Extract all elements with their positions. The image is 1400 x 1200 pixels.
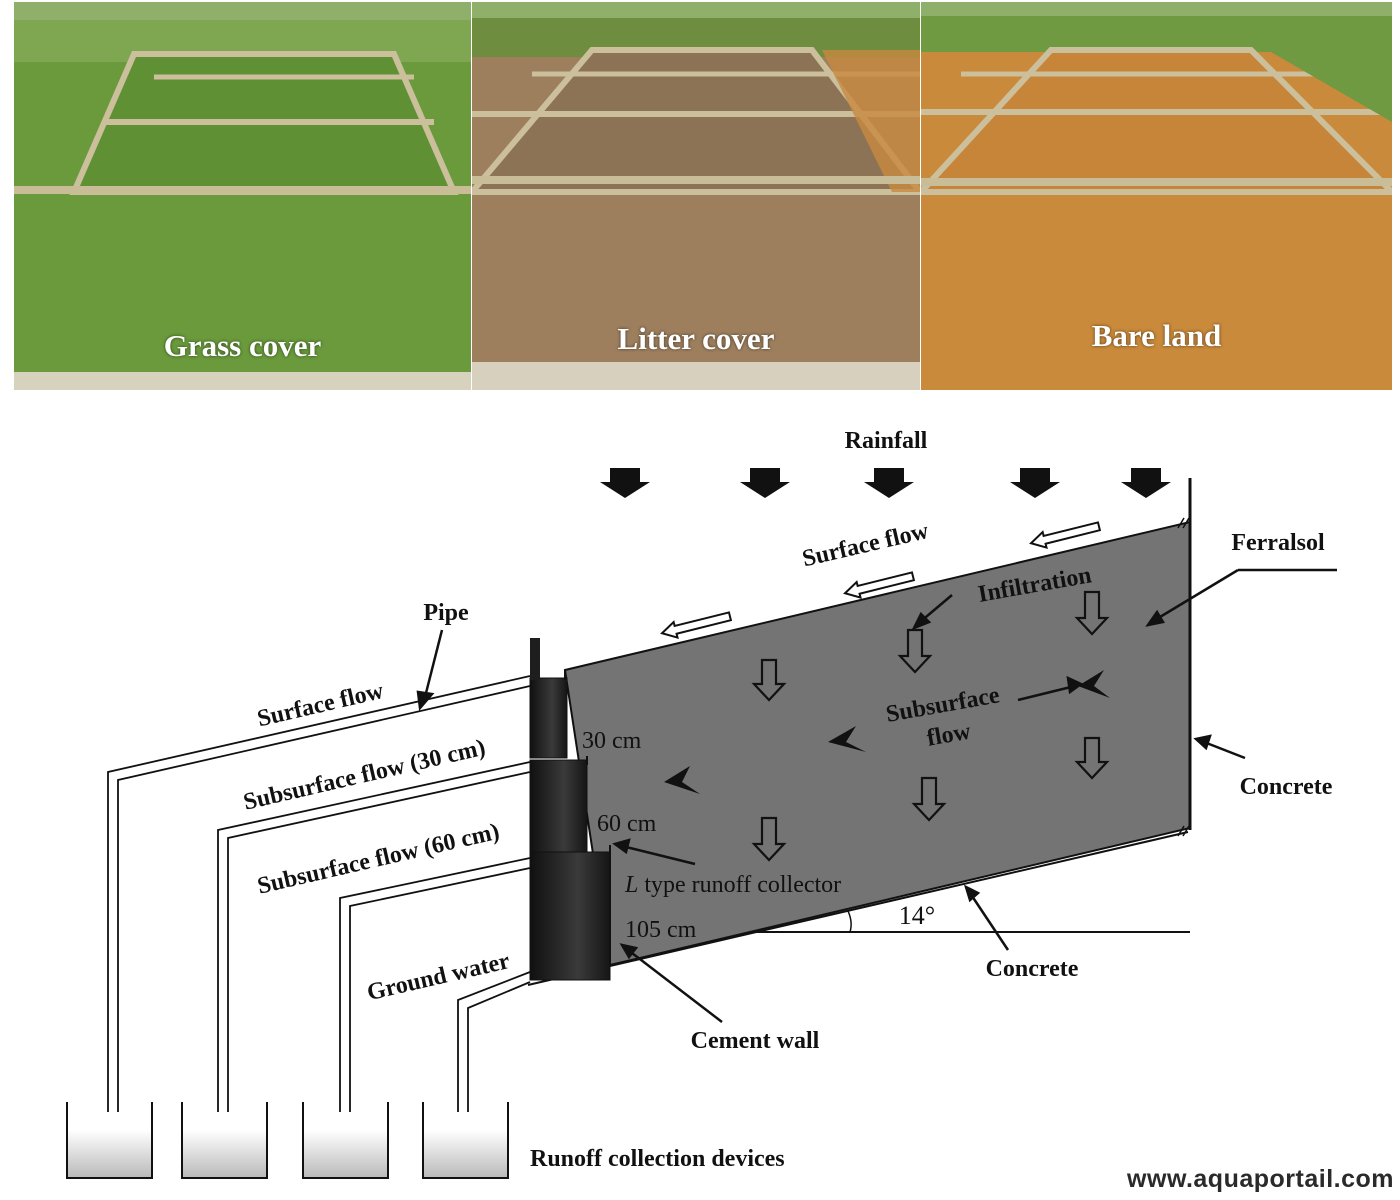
photo-label-litter: Litter cover <box>617 321 775 356</box>
collection-device-2 <box>181 1102 268 1179</box>
rain-arrow-icon <box>1010 468 1060 498</box>
pipe-stub <box>530 638 540 680</box>
ferralsol-label: Ferralsol <box>1231 530 1325 556</box>
bare-plot-image <box>921 2 1392 390</box>
angle-arc <box>847 910 852 933</box>
collector-label: L type runoff collector <box>624 872 841 898</box>
depth-105-label: 105 cm <box>625 917 697 943</box>
rainfall-arrows <box>600 468 1171 498</box>
down-arrow-icon <box>897 628 933 674</box>
litter-plot-image <box>472 2 920 390</box>
cement-wall-30cm <box>529 759 588 853</box>
down-arrow-icon <box>1074 736 1110 780</box>
photo-grass-cover: Grass cover <box>14 2 471 390</box>
cement-wall-surface <box>529 677 568 759</box>
pipe-subsurface-60-label: Subsurface flow (60 cm) <box>255 819 502 900</box>
grass-plot-image <box>14 2 471 390</box>
pipe-subsurface-60 <box>339 857 531 1112</box>
collector-label-rest: type runoff collector <box>638 872 841 898</box>
infiltration-arrows <box>751 590 1110 862</box>
rain-arrow-icon <box>600 468 650 498</box>
rain-arrow-icon <box>864 468 914 498</box>
down-arrow-icon <box>1074 590 1110 636</box>
down-arrow-icon <box>751 816 787 862</box>
photo-bare-land: Bare land <box>921 2 1392 390</box>
cement-wall-label: Cement wall <box>691 1028 820 1054</box>
concrete-base-line <box>527 831 1189 986</box>
down-arrow-icon <box>911 776 947 822</box>
flow-arrow-icon <box>843 571 916 600</box>
flow-arrow-icon <box>660 611 733 640</box>
concrete-right-label: Concrete <box>1240 774 1333 800</box>
collector-label-italic: L <box>624 872 638 898</box>
flow-arrow-icon <box>1029 521 1102 550</box>
photo-litter-cover: Litter cover <box>472 2 920 390</box>
collection-device-4 <box>422 1102 509 1179</box>
rain-arrow-icon <box>740 468 790 498</box>
chevron-left-icon <box>664 766 700 794</box>
angle-label: 14° <box>899 901 935 930</box>
pipe-ground-water <box>457 971 531 1112</box>
depth-60-label: 60 cm <box>597 811 657 837</box>
pipe-label: Pipe <box>423 600 469 626</box>
photo-label-grass: Grass cover <box>163 328 322 363</box>
collection-device-1 <box>66 1102 153 1179</box>
hatch-top <box>1177 517 1190 529</box>
down-arrow-icon <box>751 658 787 702</box>
chevron-left-icon <box>828 726 866 752</box>
pipe-ground-water-label: Ground water <box>365 948 513 1006</box>
subsurface-chevrons <box>664 670 1110 794</box>
pointer-arrows <box>416 568 1337 1023</box>
pipe-subsurface-30 <box>217 761 531 1112</box>
runoff-plot-diagram: Rainfall Surface flow Infiltration Ferra… <box>66 428 1337 1179</box>
watermark: www.aquaportail.com <box>1127 1165 1394 1193</box>
runoff-devices-label: Runoff collection devices <box>530 1146 785 1172</box>
surface-flow-top-label: Surface flow <box>800 518 932 572</box>
rain-arrow-icon <box>1121 468 1171 498</box>
concrete-bottom-label: Concrete <box>986 956 1079 982</box>
chevron-left-icon <box>1078 670 1110 698</box>
surface-flow-arrows <box>660 521 1102 640</box>
pipe-subsurface-30-label: Subsurface flow (30 cm) <box>241 735 488 816</box>
pipe-surface-flow <box>107 675 531 1112</box>
rainfall-label: Rainfall <box>845 428 928 454</box>
photo-label-bare: Bare land <box>1091 318 1222 353</box>
depth-30-label: 30 cm <box>582 728 642 754</box>
cement-wall-60cm <box>529 851 611 981</box>
collection-device-3 <box>302 1102 389 1179</box>
